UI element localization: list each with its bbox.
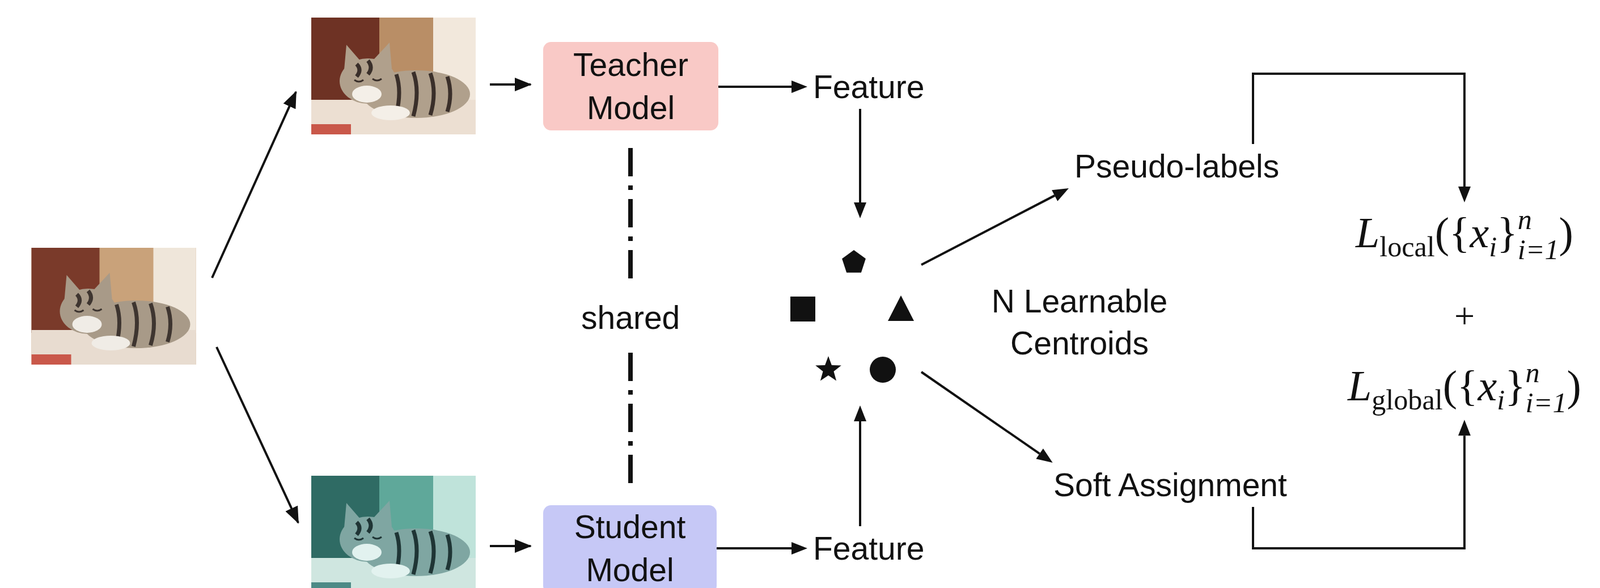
math-part: ) [1559, 208, 1574, 257]
loss-global: Lglobal({xi}ni=1) [1343, 355, 1586, 420]
arrow-line [858, 421, 862, 527]
index-stack: ni=1 [1517, 204, 1560, 265]
arrow-head [1051, 188, 1069, 202]
arrow-line [716, 547, 792, 550]
cat-photo [31, 247, 197, 365]
flow-arrow [853, 108, 867, 219]
text-wrap: Teacher Model [554, 43, 708, 130]
index-stack: ni=1 [1525, 357, 1568, 418]
math-part: ) [1566, 361, 1581, 410]
math-part: L [1347, 361, 1372, 410]
flow-arrow [716, 542, 808, 555]
teacher-box: Teacher Model [543, 41, 719, 131]
math-part: global [1371, 383, 1443, 416]
flow-arrow [718, 80, 808, 93]
student-box: Student Model [543, 505, 717, 588]
arrow-head [853, 202, 867, 219]
model-label: Teacher Model [554, 43, 708, 130]
flow-arrow [853, 405, 867, 527]
text-wrap: Pseudo-labels [1074, 147, 1280, 185]
math-part: ({ [1435, 208, 1471, 257]
math-part: L [1355, 208, 1380, 257]
centroid-pentagon [841, 250, 866, 273]
arrow-head [853, 405, 867, 422]
feature-label: Feature [813, 529, 925, 567]
shared-label: shared [581, 298, 680, 337]
feature-node: Feature [807, 64, 930, 109]
math-part: x [1477, 361, 1497, 410]
augment-arrow [212, 91, 296, 278]
arrow-line [921, 371, 1040, 454]
text-wrap: Feature [813, 529, 925, 567]
flow-arrow [1253, 73, 1471, 203]
math-part: ({ [1442, 361, 1479, 410]
math-part: i [1488, 230, 1497, 263]
input-arrow [489, 83, 531, 86]
soft-assign-node: Soft Assignment [1047, 462, 1293, 507]
text-wrap: Feature [813, 68, 925, 106]
soft-assign-text: Soft Assignment [1053, 466, 1288, 504]
centroid-label: N Learnable Centroids [966, 280, 1193, 364]
cat-view-teacher [311, 17, 476, 135]
feature-node: Feature [807, 526, 930, 571]
pseudo-label-text: Pseudo-labels [1074, 147, 1280, 185]
arrow-line [921, 195, 1055, 265]
centroid-triangle [887, 295, 914, 321]
cat-view-student [311, 475, 476, 588]
arrow-line [718, 85, 792, 88]
math-part: i [1496, 383, 1505, 416]
math-part: i=1 [1525, 387, 1568, 418]
centroid-star [815, 356, 842, 381]
arrow-line [1253, 73, 1465, 187]
centroid-cluster: N Learnable Centroids [785, 218, 922, 406]
arrow-head [1458, 186, 1471, 203]
math-part: n [1525, 357, 1568, 388]
feature-label: Feature [813, 68, 925, 106]
math-part: } [1496, 208, 1518, 257]
math-part: x [1470, 208, 1490, 257]
shared-dash-line [628, 352, 633, 490]
math-part: n [1517, 204, 1560, 235]
text-wrap: Soft Assignment [1053, 466, 1288, 504]
augment-arrow [216, 346, 299, 523]
flow-arrow [921, 371, 1053, 463]
flow-arrow [921, 188, 1069, 265]
shared-dash-line [628, 147, 633, 284]
loss-local: Llocal({xi}ni=1) [1351, 202, 1578, 267]
arrow-head [1035, 448, 1053, 463]
centroid-square [790, 296, 816, 322]
centroid-circle [869, 356, 896, 383]
arrow-head [791, 542, 808, 555]
pseudo-label-node: Pseudo-labels [1068, 144, 1285, 189]
math-part: i=1 [1517, 234, 1560, 265]
math-part: } [1504, 361, 1526, 410]
text-wrap: Student Model [554, 505, 706, 588]
model-label: Student Model [554, 505, 706, 588]
arrow-head [791, 80, 808, 93]
arrow-line [858, 108, 862, 203]
plus-sign: + [1454, 297, 1475, 336]
arrow-head [1458, 419, 1471, 436]
math-part: local [1379, 230, 1435, 263]
input-arrow [489, 544, 531, 548]
